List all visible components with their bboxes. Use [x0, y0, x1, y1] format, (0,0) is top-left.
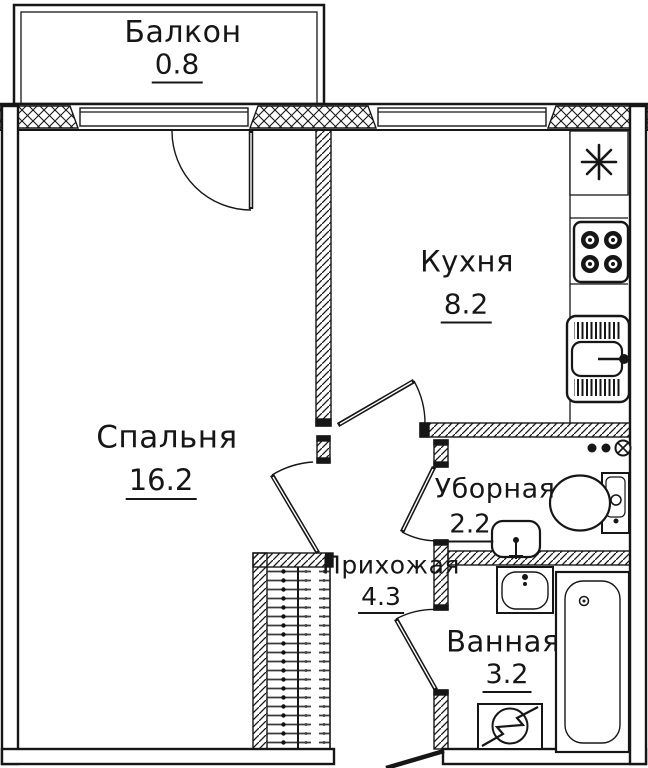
balcony-label: Балкон — [124, 15, 242, 50]
balcony-window-sill — [79, 107, 249, 127]
kitchen-window-sill — [377, 107, 547, 127]
bathroom-fixtures — [477, 566, 631, 754]
bedroom-label: Спальня — [96, 419, 238, 456]
window-pier-mid — [249, 105, 377, 129]
balcony-outline — [12, 3, 326, 106]
exterior-walls — [0, 104, 648, 766]
doors — [171, 130, 448, 768]
toilet-fixtures — [490, 439, 632, 559]
window-pier-left — [0, 105, 79, 129]
bedroom-door — [270, 461, 320, 555]
toilet-area: 2.2 — [446, 512, 494, 543]
kitchen-sink-icon — [565, 314, 631, 404]
right-wall — [628, 104, 648, 766]
bathroom-area: 3.2 — [482, 661, 532, 693]
hallway-area: 4.3 — [358, 584, 404, 614]
top-wall — [0, 102, 648, 131]
kitchen-label: Кухня — [420, 244, 514, 279]
kitchen-fixtures — [565, 130, 631, 423]
toilet-door — [399, 466, 448, 542]
kitchen-area: 8.2 — [440, 290, 492, 324]
bottom-wall-left — [0, 747, 336, 766]
left-wall — [0, 104, 20, 766]
stove-icon — [572, 220, 630, 284]
hallway-label: Прихожая — [322, 550, 460, 580]
toilet-washbasin-icon — [490, 519, 542, 559]
bedroom-area: 16.2 — [125, 466, 197, 500]
kitchen-door — [336, 379, 426, 427]
bathroom-door — [394, 608, 444, 692]
toilet-label: Уборная — [434, 473, 556, 505]
balcony-area: 0.8 — [151, 50, 203, 84]
bathroom-label: Ванная — [446, 624, 560, 659]
bathtub-icon — [554, 570, 631, 754]
water-risers-icon — [587, 439, 632, 457]
washing-machine-icon — [477, 703, 543, 750]
balcony-door — [171, 130, 254, 211]
window-pier-right — [547, 105, 648, 129]
toilet-icon — [548, 472, 630, 534]
interior-walls — [315, 129, 631, 750]
vent-asterisk-icon — [580, 143, 618, 181]
entrance-door — [385, 748, 445, 768]
wardrobe-icon — [252, 552, 334, 750]
bathroom-washbasin-icon — [496, 566, 554, 614]
